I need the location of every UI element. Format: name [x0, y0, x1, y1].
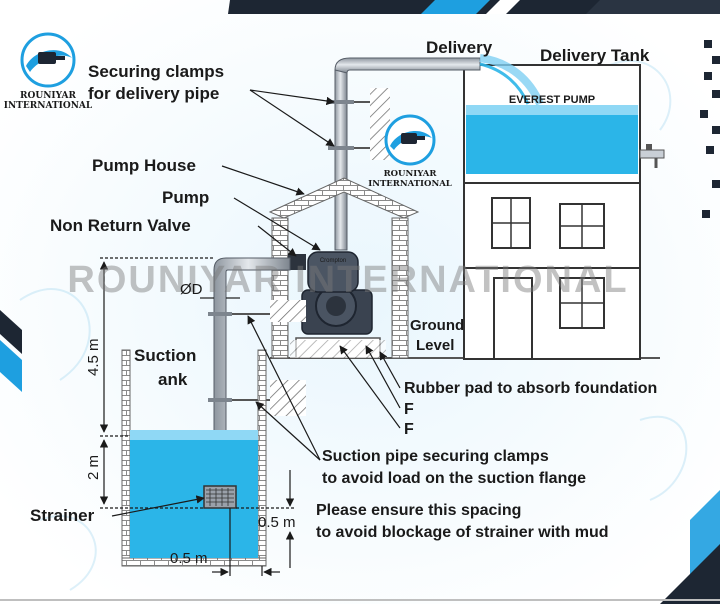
label-spacing-line2: to avoid blockage of strainer with mud	[316, 524, 608, 541]
label-dim-0-5m-side: 0.5 m	[258, 514, 296, 531]
label-securing-clamps-line2: for delivery pipe	[88, 84, 219, 103]
left-decor-strip	[0, 310, 22, 392]
label-pump-house: Pump House	[92, 156, 196, 175]
logo-center-name-line1: ROUNIYAR	[384, 169, 438, 179]
label-strainer: Strainer	[30, 506, 95, 525]
label-pump: Pump	[162, 188, 209, 207]
suction-tank-water	[130, 436, 258, 558]
label-ground-level-line1: Ground	[410, 317, 464, 334]
wall-hatch-suction-lower	[270, 388, 306, 412]
label-tank-brand: EVEREST PUMP	[509, 94, 595, 106]
label-od: ØD	[180, 281, 203, 298]
bottom-right-decor-strip	[660, 490, 720, 604]
label-dim-4-5m: 4.5 m	[85, 338, 102, 376]
pump-brand: Crompton	[320, 258, 346, 264]
label-suction-clamps-line1: Suction pipe securing clamps	[322, 448, 549, 465]
brand-logo: ROUNIYAR INTERNATIONAL	[4, 32, 93, 111]
background-splash-decoration	[19, 59, 688, 591]
label-delivery-tank: Delivery Tank	[540, 46, 650, 65]
dimension-lines	[99, 257, 296, 577]
wall-hatch-suction	[270, 300, 306, 322]
top-decor-strip	[228, 0, 720, 14]
watermark-text: ROUNIYAR INTERNATIONAL	[67, 259, 628, 301]
foundation-pad-base	[290, 340, 386, 358]
brand-logo-center: ROUNIYAR INTERNATIONAL	[368, 114, 452, 189]
delivery-tank-building	[463, 64, 665, 360]
strainer	[203, 485, 237, 509]
label-dim-2m: 2 m	[85, 455, 102, 480]
label-rubber-pad: Rubber pad to absorb foundation	[404, 380, 657, 397]
label-delivery: Delivery	[426, 38, 493, 57]
leader-lines	[111, 89, 401, 517]
right-decor-pixels	[700, 40, 720, 218]
label-suction-clamps-line2: to avoid load on the suction flange	[322, 470, 586, 487]
label-suction-tank-line2: ank	[158, 370, 188, 389]
label-non-return-valve: Non Return Valve	[50, 216, 191, 235]
label-ground-level-line2: Level	[416, 337, 454, 354]
label-suction-tank-line1: Suction	[134, 346, 196, 365]
delivery-tank-water	[466, 112, 638, 174]
label-spacing-line1: Please ensure this spacing	[316, 502, 521, 519]
logo-center-name-line2: INTERNATIONAL	[368, 179, 452, 189]
label-securing-clamps-line1: Securing clamps	[88, 62, 224, 81]
pump-house	[268, 177, 420, 359]
delivery-pipe	[328, 54, 544, 251]
suction-tank	[121, 349, 267, 567]
logo-name-line1: ROUNIYAR	[20, 91, 76, 101]
tap-icon	[639, 144, 665, 168]
label-f2: F	[404, 421, 414, 438]
label-f1: F	[404, 401, 414, 418]
label-dim-0-5m-bottom: 0.5 m	[170, 550, 208, 567]
logo-name-line2: INTERNATIONAL	[4, 101, 93, 111]
